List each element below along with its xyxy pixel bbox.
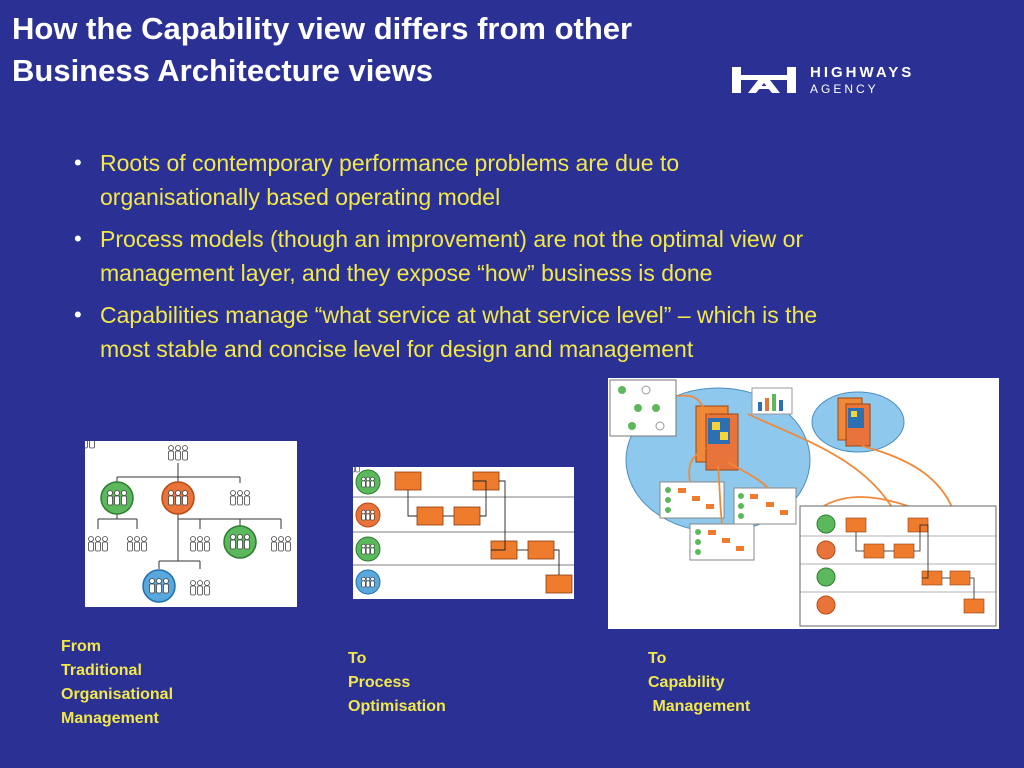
caption-line: Capability: [648, 674, 725, 691]
server-icon: [837, 397, 871, 447]
logo-wordmark-agency: AGENCY: [810, 82, 879, 96]
bullet-line: Process models (though an improvement) a…: [100, 226, 804, 252]
process-model-image: [353, 467, 574, 599]
bullet-dot-icon: •: [74, 302, 82, 327]
capability-model-image: [608, 378, 999, 629]
org-chart-diagram: [85, 441, 291, 603]
bullet-line: Capabilities manage “what service at wha…: [100, 302, 818, 328]
bullet-item: • Capabilities manage “what service at w…: [74, 298, 1004, 366]
caption-line: To: [348, 650, 367, 667]
caption-capability: To Capability Management: [648, 647, 750, 719]
bullet-line: management layer, and they expose “how” …: [100, 260, 713, 286]
caption-organisational: From Traditional Organisational Manageme…: [61, 635, 173, 731]
caption-process: To Process Optimisation: [348, 647, 446, 719]
title-line-2: Business Architecture views: [12, 53, 433, 88]
title-line-1: How the Capability view differs from oth…: [12, 11, 633, 46]
bar-chart-thumbnail-icon: [751, 387, 793, 415]
caption-line: Management: [61, 710, 159, 727]
bullet-item: • Process models (though an improvement)…: [74, 222, 1004, 290]
bullet-line: Roots of contemporary performance proble…: [100, 150, 680, 176]
bullet-line: organisationally based operating model: [100, 184, 501, 210]
process-model-diagram: [353, 467, 574, 595]
caption-line: Process: [348, 674, 411, 691]
server-icon: [695, 405, 739, 471]
caption-line: Organisational: [61, 686, 174, 703]
logo-wordmark-highways: HIGHWAYS: [810, 64, 915, 81]
caption-line: Optimisation: [348, 698, 446, 715]
slide-title: How the Capability view differs from oth…: [12, 8, 832, 92]
swimlane-people-icon: [353, 467, 360, 473]
highways-agency-logo-icon: [732, 67, 796, 93]
people-group-icon: [85, 441, 95, 449]
highways-agency-logo: HIGHWAYS AGENCY: [732, 64, 952, 100]
caption-line: To: [648, 650, 667, 667]
capability-model-diagram: [609, 379, 997, 627]
caption-line: Management: [648, 698, 751, 715]
bullet-item: • Roots of contemporary performance prob…: [74, 146, 1004, 214]
bullet-dot-icon: •: [74, 226, 82, 251]
caption-line: From: [61, 638, 101, 655]
bullet-list: • Roots of contemporary performance prob…: [74, 146, 1004, 374]
bullet-dot-icon: •: [74, 150, 82, 175]
caption-line: Traditional: [61, 662, 142, 679]
bullet-line: most stable and concise level for design…: [100, 336, 694, 362]
org-chart-image: [85, 441, 297, 607]
